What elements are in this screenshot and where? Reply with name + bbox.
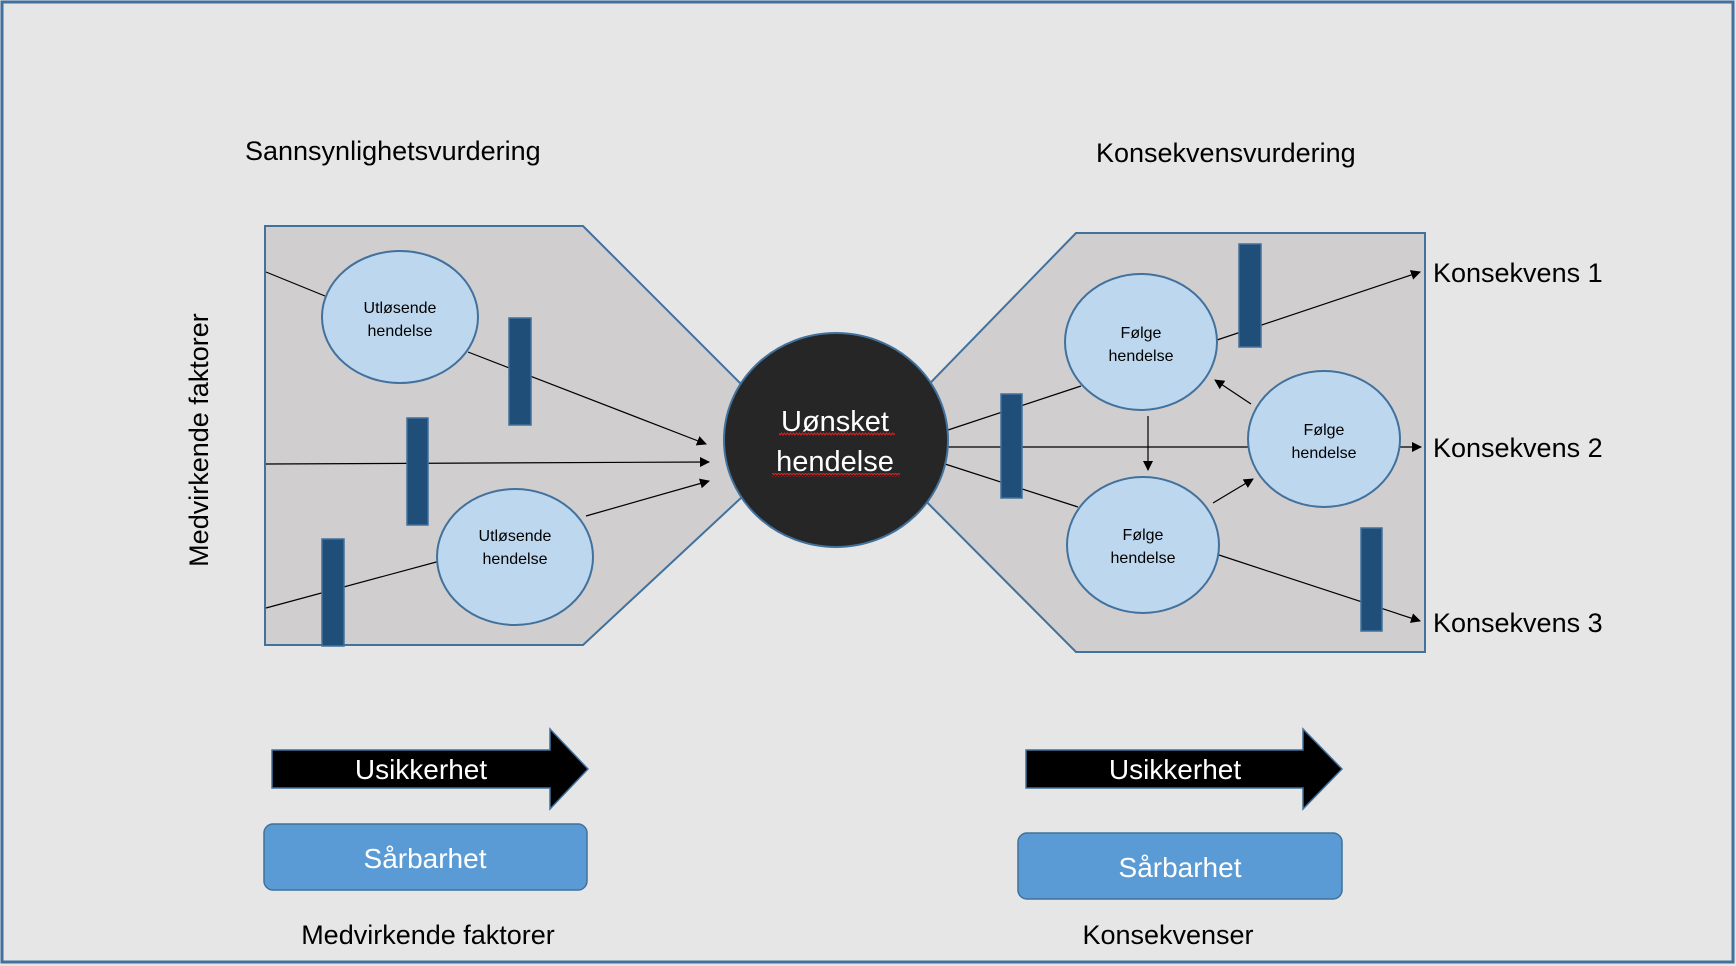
connector-line (265, 271, 326, 297)
right-title: Konsekvensvurdering (1096, 138, 1356, 168)
vulnerability-label: Sårbarhet (364, 843, 487, 874)
connector-arrow (585, 478, 710, 517)
uncertainty-arrow-right: Usikkerhet (1025, 727, 1344, 811)
left-title: Sannsynlighetsvurdering (245, 136, 541, 166)
bottom-right-caption: Konsekvenser (1082, 920, 1253, 950)
uncertainty-label: Usikkerhet (1109, 754, 1241, 785)
bottom-left-caption: Medvirkende faktorer (301, 920, 555, 950)
event-label-line2: hendelse (1111, 550, 1176, 567)
spellcheck-squiggle (772, 473, 900, 477)
event-label-line2: hendelse (1292, 445, 1357, 462)
follow-event-2[interactable]: Følge hendelse (1247, 370, 1401, 508)
initiating-event-2[interactable]: Utløsende hendelse (436, 488, 594, 626)
uncertainty-label: Usikkerhet (355, 754, 487, 785)
connector-arrow (265, 457, 710, 468)
side-label-contributing-factors: Medvirkende faktorer (184, 313, 214, 567)
event-label-line1: Følge (1121, 325, 1162, 342)
vulnerability-box-left: Sårbarhet (263, 823, 588, 891)
barrier[interactable] (321, 538, 345, 647)
unwanted-event[interactable]: Uønsket hendelse (723, 332, 949, 548)
event-label-line2: hendelse (368, 323, 433, 340)
left-connector-lines (265, 271, 710, 609)
event-label-line1: Følge (1304, 422, 1345, 439)
spellcheck-squiggle (779, 432, 895, 436)
connector-arrow (1212, 478, 1254, 504)
connector-line (265, 560, 441, 609)
event-label-line2: hendelse (1109, 348, 1174, 365)
barrier[interactable] (1360, 527, 1383, 632)
vulnerability-label: Sårbarhet (1119, 852, 1242, 883)
barrier[interactable] (1238, 243, 1262, 348)
initiating-event-1[interactable]: Utløsende hendelse (321, 250, 479, 384)
barrier[interactable] (406, 417, 429, 526)
unwanted-event-line2: hendelse (776, 446, 894, 478)
barrier[interactable] (1000, 393, 1023, 499)
vulnerability-box-right: Sårbarhet (1017, 832, 1343, 900)
uncertainty-arrow-left: Usikkerhet (271, 727, 590, 811)
event-label-line1: Utløsende (364, 300, 437, 317)
connector-arrow (467, 351, 707, 446)
barrier[interactable] (508, 317, 532, 426)
connector-arrow (1214, 379, 1252, 405)
follow-event-3[interactable]: Følge hendelse (1066, 476, 1220, 614)
connector-arrow (1218, 554, 1421, 623)
event-label-line1: Utløsende (479, 528, 552, 545)
event-label-line2: hendelse (483, 551, 548, 568)
event-label-line1: Følge (1123, 527, 1164, 544)
consequence-2-label: Konsekvens 2 (1433, 433, 1603, 463)
consequence-3-label: Konsekvens 3 (1433, 608, 1603, 638)
follow-event-1[interactable]: Følge hendelse (1064, 273, 1218, 411)
consequence-1-label: Konsekvens 1 (1433, 258, 1603, 288)
